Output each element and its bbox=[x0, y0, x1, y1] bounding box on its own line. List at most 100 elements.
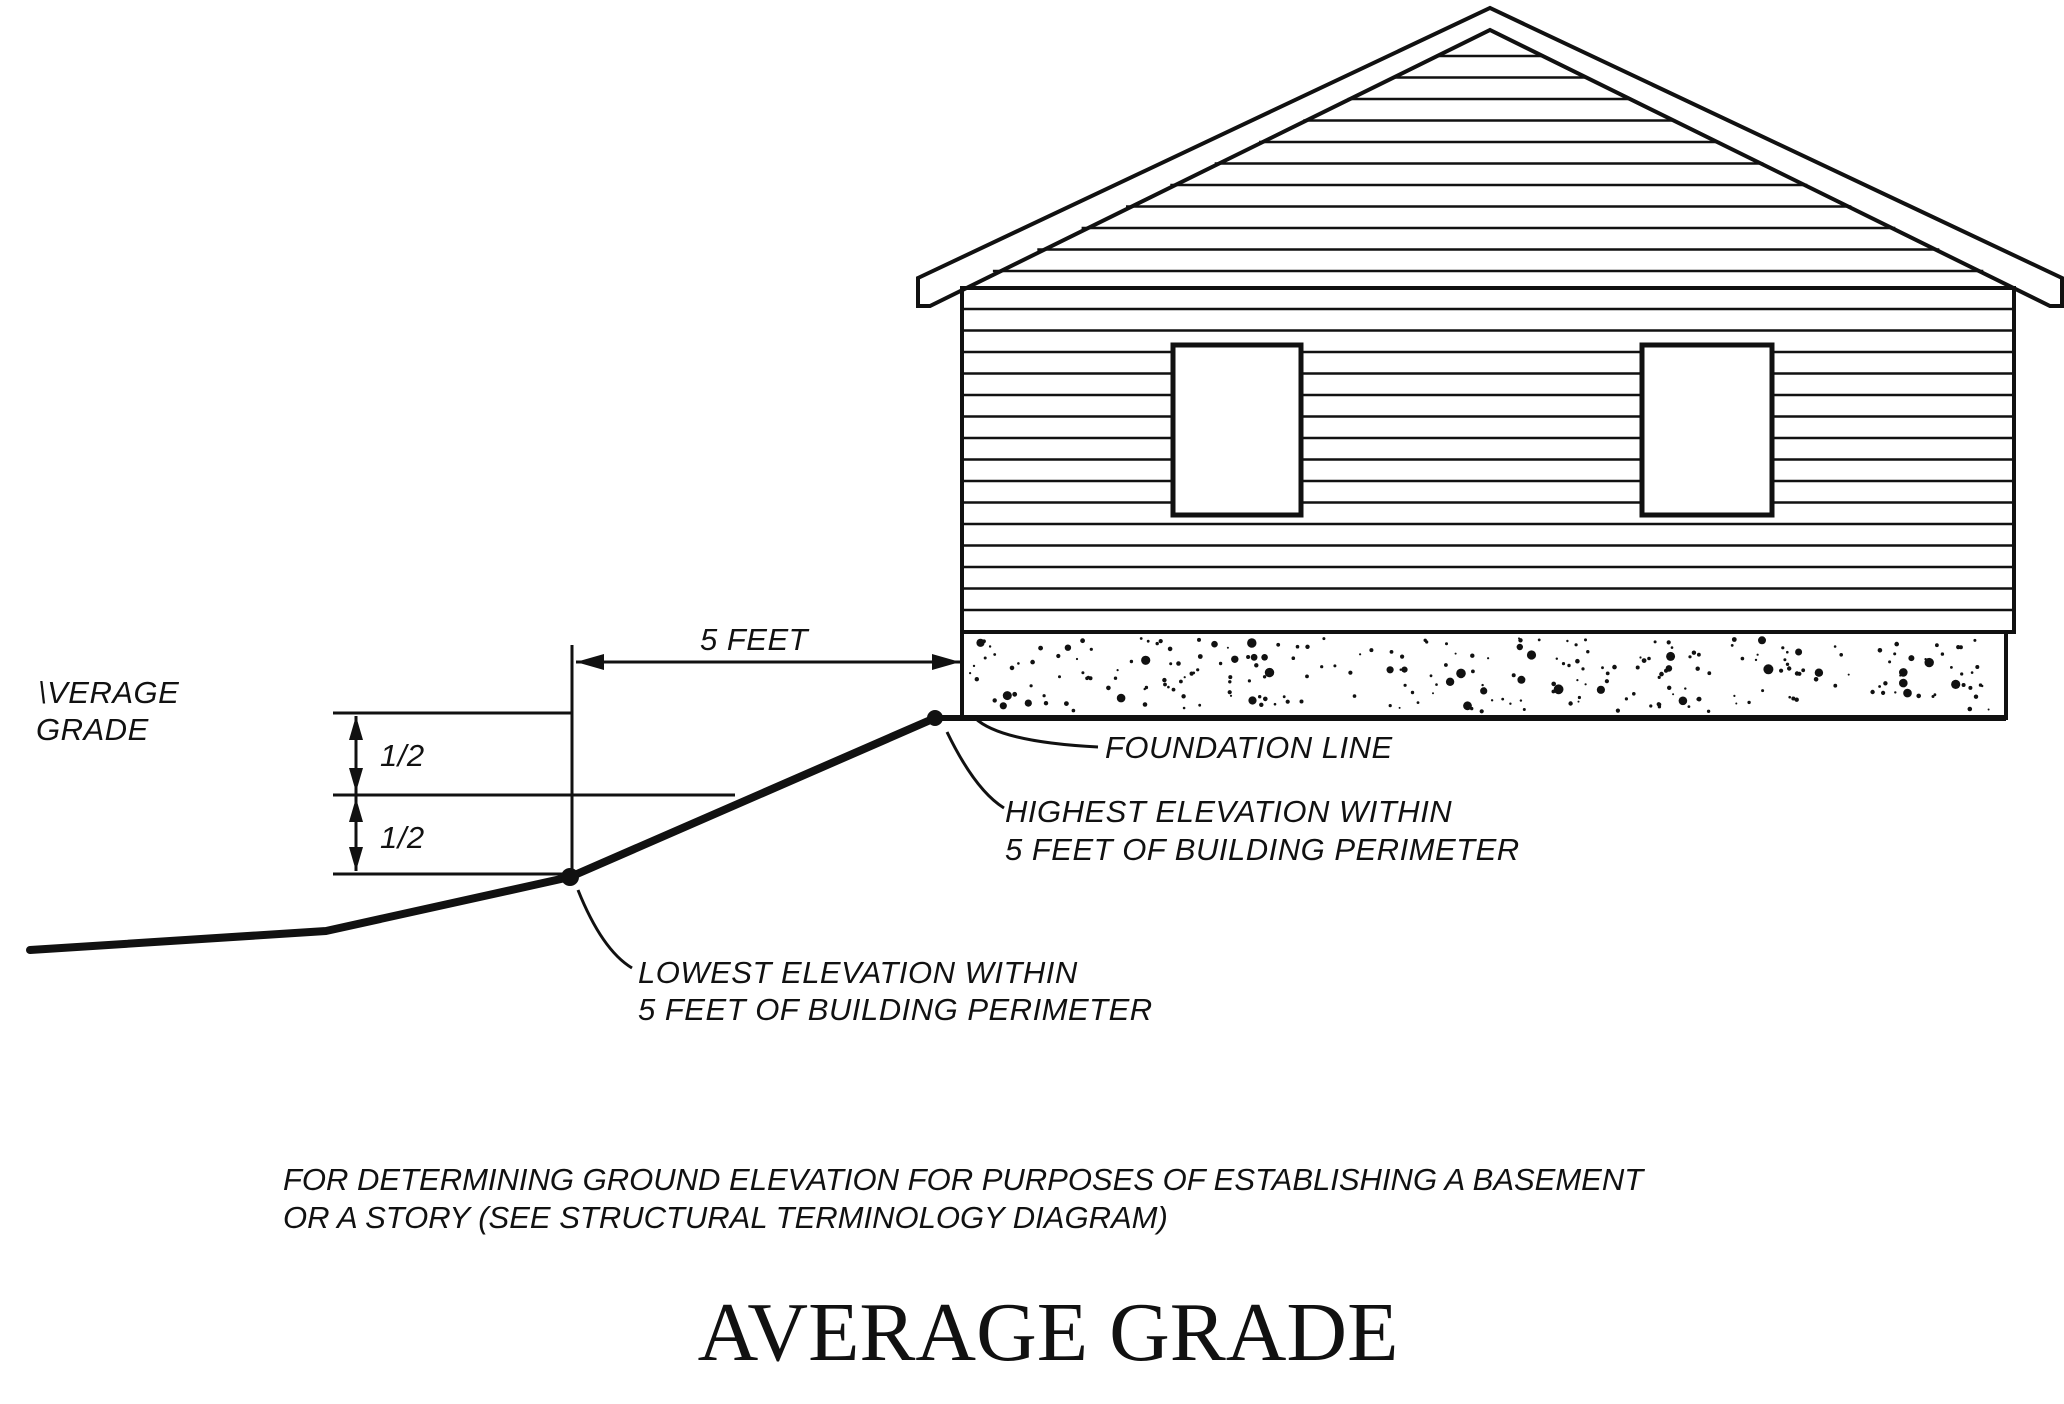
speckle-dot bbox=[1273, 702, 1277, 706]
speckle-dot bbox=[1672, 693, 1675, 696]
speckle-dot bbox=[1779, 668, 1784, 673]
five-feet-dimension bbox=[570, 645, 960, 872]
speckle-dot bbox=[1526, 650, 1537, 660]
speckle-dot bbox=[1081, 671, 1085, 675]
speckle-dot bbox=[1908, 655, 1915, 662]
speckle-dot bbox=[1740, 656, 1745, 661]
speckle-dot bbox=[1197, 654, 1203, 659]
speckle-dot bbox=[1456, 668, 1466, 679]
speckle-dot bbox=[1182, 706, 1186, 710]
speckle-dot bbox=[1012, 691, 1018, 697]
speckle-dot bbox=[1085, 676, 1089, 681]
speckle-dot bbox=[1183, 676, 1186, 679]
speckle-dot bbox=[1877, 648, 1883, 653]
leader-lines bbox=[576, 716, 1099, 970]
speckle-dot bbox=[1141, 655, 1151, 665]
speckle-dot bbox=[1950, 666, 1953, 669]
speckle-dot bbox=[1973, 638, 1977, 642]
speckle-dot bbox=[1657, 702, 1662, 707]
speckle-dot bbox=[972, 664, 976, 668]
speckle-dot bbox=[1931, 695, 1935, 698]
speckle-dot bbox=[1158, 639, 1163, 644]
ground-profile bbox=[26, 714, 939, 954]
speckle-dot bbox=[1261, 654, 1268, 661]
diagram-title: AVERAGE GRADE bbox=[698, 1286, 1399, 1379]
speckle-dot bbox=[1250, 653, 1258, 661]
speckle-dot bbox=[1596, 685, 1605, 694]
speckle-dot bbox=[1399, 668, 1402, 671]
speckle-dot bbox=[1894, 641, 1899, 647]
speckle-dot bbox=[974, 677, 979, 682]
speckle-dot bbox=[1445, 677, 1455, 686]
speckle-dot bbox=[1139, 637, 1143, 640]
speckle-dot bbox=[1080, 638, 1085, 644]
speckle-dot bbox=[1227, 690, 1232, 695]
speckle-dot bbox=[1401, 666, 1408, 673]
speckle-dot bbox=[1017, 662, 1020, 665]
speckle-dot bbox=[1553, 684, 1564, 695]
speckle-dot bbox=[1320, 665, 1324, 669]
roof-siding-lines bbox=[992, 54, 1984, 273]
note-line1: FOR DETERMINING GROUND ELEVATION FOR PUR… bbox=[283, 1162, 1645, 1197]
speckle-dot bbox=[1171, 687, 1176, 692]
speckle-dot bbox=[1454, 652, 1457, 655]
speckle-dot bbox=[1797, 671, 1802, 676]
speckle-dot bbox=[1519, 699, 1523, 702]
speckle-dot bbox=[1785, 662, 1790, 666]
speckle-dot bbox=[1043, 701, 1049, 706]
speckle-dot bbox=[1706, 709, 1711, 713]
speckle-dot bbox=[1783, 658, 1787, 662]
speckle-dot bbox=[1509, 702, 1512, 705]
speckle-dot bbox=[1116, 669, 1119, 672]
speckle-dot bbox=[1970, 671, 1974, 674]
window-left bbox=[1170, 342, 1304, 518]
speckle-dot bbox=[1386, 666, 1394, 674]
speckle-dot bbox=[1649, 704, 1653, 708]
speckle-dot bbox=[1501, 697, 1505, 701]
speckle-dot bbox=[1480, 687, 1488, 695]
speckle-dot bbox=[1196, 668, 1200, 672]
speckle-dot bbox=[1305, 674, 1309, 679]
speckle-dot bbox=[1761, 689, 1765, 693]
speckle-dot bbox=[1247, 679, 1251, 683]
speckle-dot bbox=[1231, 655, 1239, 663]
speckle-dot bbox=[1916, 693, 1921, 699]
speckle-dot bbox=[1064, 644, 1072, 651]
speckle-dot bbox=[1657, 675, 1661, 680]
speckle-dot bbox=[1801, 668, 1806, 673]
speckle-dot bbox=[1933, 693, 1937, 697]
speckle-dot bbox=[1612, 664, 1617, 670]
speckle-dot bbox=[1813, 677, 1819, 682]
speckle-dot bbox=[1445, 642, 1448, 646]
speckle-dot bbox=[1795, 648, 1803, 656]
speckle-dot bbox=[1189, 671, 1194, 676]
speckle-dot bbox=[1935, 643, 1939, 648]
speckle-dot bbox=[1561, 662, 1566, 666]
speckle-dot bbox=[1030, 659, 1035, 665]
half-dimensions bbox=[333, 711, 735, 876]
speckle-dot bbox=[1522, 708, 1526, 711]
speckle-dot bbox=[1352, 694, 1357, 698]
speckle-dot bbox=[1024, 699, 1032, 707]
speckle-dot bbox=[1584, 683, 1587, 686]
speckle-dot bbox=[1659, 671, 1664, 677]
speckle-dot bbox=[1615, 708, 1620, 713]
speckle-dot bbox=[1471, 669, 1475, 674]
speckle-dot bbox=[1291, 656, 1296, 660]
speckle-dot bbox=[1042, 694, 1046, 698]
speckle-dot bbox=[1218, 661, 1223, 666]
speckle-dot bbox=[1575, 658, 1580, 664]
speckle-dot bbox=[1285, 699, 1290, 704]
speckle-dot bbox=[988, 645, 992, 648]
speckle-dot bbox=[1899, 678, 1908, 688]
speckle-dot bbox=[1791, 696, 1796, 701]
speckle-dot bbox=[1978, 683, 1983, 687]
speckle-dot bbox=[1463, 701, 1472, 711]
speckle-dot bbox=[1893, 652, 1897, 656]
speckle-dot bbox=[1142, 702, 1148, 707]
speckle-dot bbox=[1581, 667, 1585, 671]
lowest-elevation-label-line2: 5 FEET OF BUILDING PERIMETER bbox=[638, 992, 1153, 1027]
speckle-dot bbox=[1002, 691, 1012, 701]
speckle-dot bbox=[1604, 679, 1609, 684]
